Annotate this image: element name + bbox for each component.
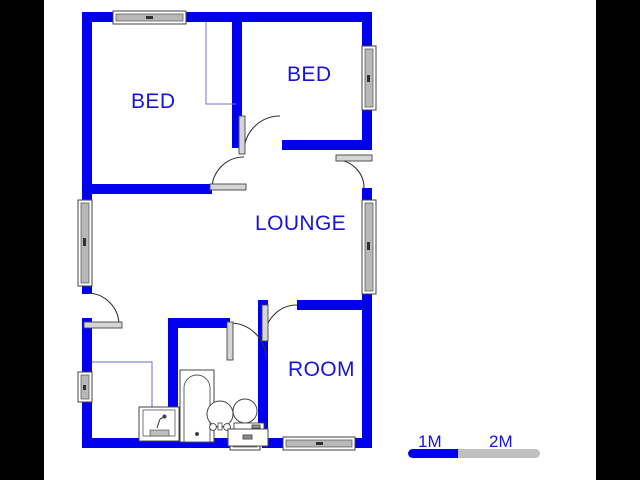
- window-west-upper: [77, 199, 93, 287]
- door-bed-right-east: [335, 154, 373, 189]
- wall-room-north: [297, 300, 372, 310]
- window-lounge-east: [361, 199, 377, 295]
- wash-basin: [232, 398, 265, 433]
- wall-east-lounge-stub: [362, 188, 372, 202]
- bathtub: [179, 369, 215, 443]
- scale-bar-empty-segment: [458, 449, 540, 458]
- scale-bar: [408, 449, 540, 458]
- fixture-group: [92, 22, 269, 447]
- wall-south-left: [82, 438, 230, 448]
- scale-tick-1m: 1M: [418, 432, 442, 451]
- wall-west-lower: [82, 318, 92, 374]
- wall-west-bottom: [82, 400, 92, 448]
- door-bed-left-south: [209, 156, 247, 191]
- door-west-entry: [83, 292, 123, 329]
- closet-stub-line: [205, 22, 236, 105]
- kitchen-counter: [92, 361, 153, 412]
- wall-west-upper: [82, 12, 92, 202]
- wall-bed-right-south: [282, 140, 372, 150]
- wall-north: [82, 12, 372, 22]
- window-room-south: [282, 436, 356, 451]
- toilet: [206, 400, 234, 431]
- wall-bed-left-south: [82, 184, 212, 194]
- room-label-bed-right: BED: [287, 63, 332, 86]
- window-bed-right-east: [361, 45, 377, 111]
- window-bed-left-top: [112, 10, 187, 25]
- door-room: [261, 304, 298, 342]
- kitchen-sink: [138, 406, 180, 442]
- scale-tick-2m: 2M: [489, 432, 513, 451]
- wall-south-room: [262, 438, 286, 448]
- door-group: [83, 115, 373, 361]
- wall-interior-bed-divider: [232, 12, 242, 50]
- window-group: [77, 10, 377, 451]
- door-bathroom: [226, 321, 267, 361]
- drawing-canvas: [44, 0, 596, 480]
- door-bed-right-south: [238, 115, 281, 155]
- scale-bar-filled-segment: [408, 449, 458, 458]
- window-west-lower: [77, 371, 93, 403]
- room-label-lounge: LOUNGE: [255, 212, 347, 235]
- wall-east-bedroom-top: [362, 12, 372, 48]
- wall-bath-north: [168, 318, 230, 328]
- wall-east-bedroom-bot: [362, 108, 372, 150]
- wall-interior-bed-divider2: [232, 50, 242, 148]
- wall-east-room: [362, 300, 372, 446]
- wall-room-west: [258, 300, 268, 440]
- cistern: [227, 428, 269, 447]
- wall-group: [82, 12, 372, 448]
- wall-bath-west: [168, 318, 178, 446]
- room-label-room: ROOM: [288, 358, 355, 381]
- room-label-bed-left: BED: [131, 90, 176, 113]
